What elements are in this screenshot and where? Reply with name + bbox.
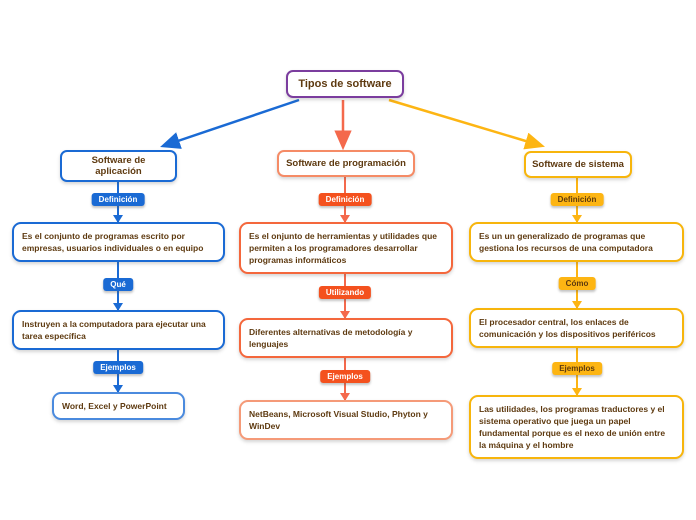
- connector-label-utilizando[interactable]: Utilizando: [318, 286, 372, 299]
- node-sistema-ejemplos[interactable]: Las utilidades, los programas traductore…: [469, 395, 684, 459]
- node-aplicacion-ejemplos[interactable]: Word, Excel y PowerPoint: [52, 392, 185, 420]
- node-header-programacion[interactable]: Software de programación: [277, 150, 415, 177]
- root-node-tipos-de-software[interactable]: Tipos de software: [286, 70, 404, 98]
- connector-label-ejemplos[interactable]: Ejemplos: [320, 370, 370, 383]
- node-header-aplicacion[interactable]: Software de aplicación: [60, 150, 177, 182]
- node-programacion-ejemplos[interactable]: NetBeans, Microsoft Visual Studio, Phyto…: [239, 400, 453, 440]
- node-sistema-definicion[interactable]: Es un un generalizado de programas que g…: [469, 222, 684, 262]
- node-sistema-como[interactable]: El procesador central, los enlaces de co…: [469, 308, 684, 348]
- edge-to-aplicacion: [160, 98, 300, 149]
- node-header-sistema[interactable]: Software de sistema: [524, 151, 632, 178]
- connector-label-ejemplos[interactable]: Ejemplos: [93, 361, 143, 374]
- connector-label-definicion[interactable]: Definición: [318, 193, 372, 206]
- connector-label-definicion[interactable]: Definición: [550, 193, 604, 206]
- node-programacion-utilizando[interactable]: Diferentes alternativas de metodología y…: [239, 318, 453, 358]
- connector-label-ejemplos[interactable]: Ejemplos: [552, 362, 602, 375]
- connector-label-como[interactable]: Cómo: [558, 277, 596, 290]
- node-programacion-definicion[interactable]: Es el onjunto de herramientas y utilidad…: [239, 222, 453, 274]
- node-aplicacion-definicion[interactable]: Es el conjunto de programas escrito por …: [12, 222, 225, 262]
- connector-label-que[interactable]: Qué: [103, 278, 133, 291]
- edge-to-sistema: [388, 98, 545, 150]
- node-aplicacion-que[interactable]: Instruyen a la computadora para ejecutar…: [12, 310, 225, 350]
- connector-label-definicion[interactable]: Definición: [91, 193, 145, 206]
